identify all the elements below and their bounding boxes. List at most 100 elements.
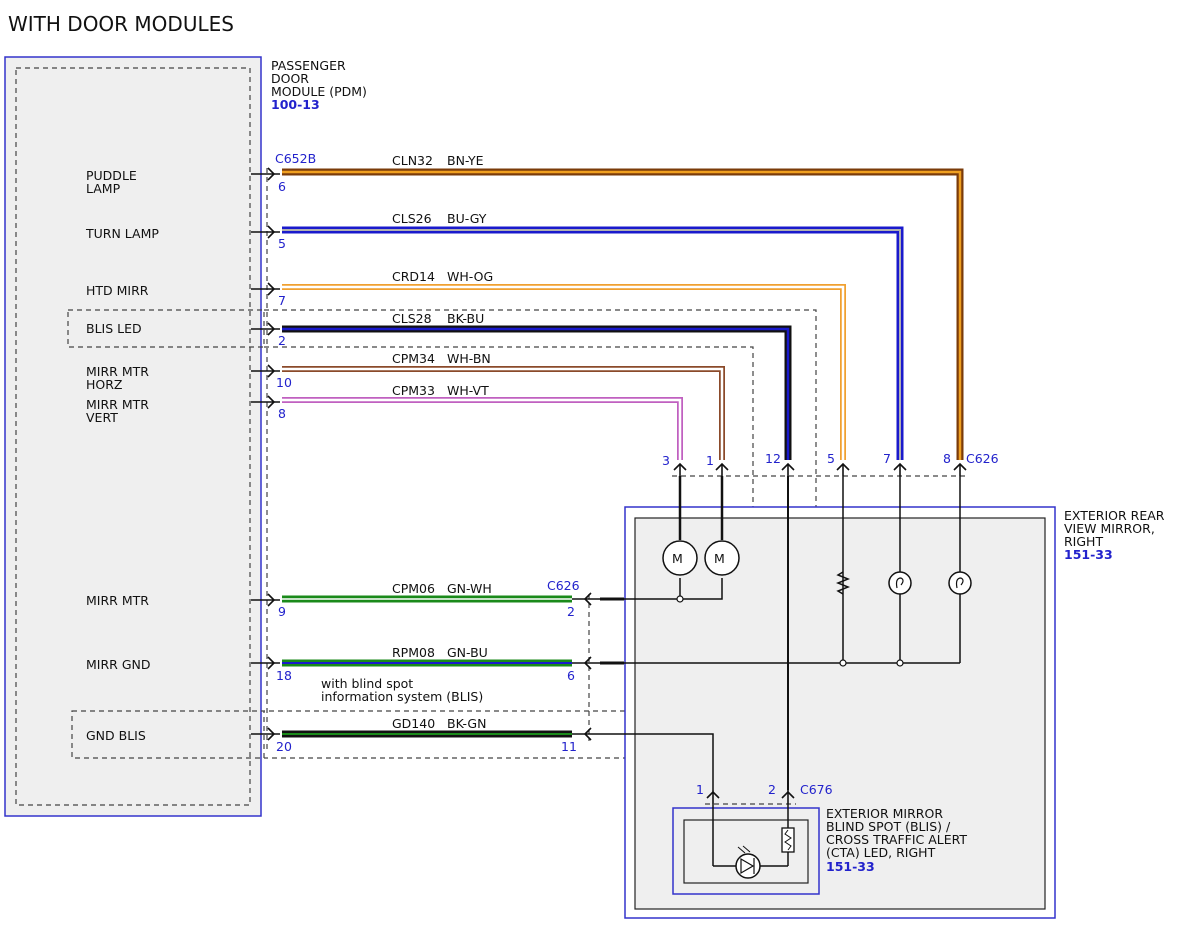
pdm-name-line-2: DOOR — [271, 71, 309, 86]
wire-label-cpm34: CPM34 — [392, 351, 435, 366]
pdm-pin-arrows — [251, 167, 280, 741]
wire-color-cls26: BU-GY — [447, 211, 487, 226]
wire-crd14[interactable] — [282, 284, 846, 460]
c626-side-connector-label: C626 — [547, 578, 580, 593]
wire-cls26[interactable] — [282, 226, 904, 460]
wire-color-cpm34: WH-BN — [447, 351, 491, 366]
wire-color-cpm06: GN-WH — [447, 581, 492, 596]
pdm-arrow-pin-2 — [251, 322, 280, 336]
pdm-pin-labels: PUDDLE LAMP TURN LAMP HTD MIRR BLIS LED … — [85, 168, 159, 743]
pdm-name-line-3: MODULE (PDM) — [271, 84, 367, 99]
pdm-name: PASSENGER DOOR MODULE (PDM) 100-13 — [271, 58, 367, 112]
led-name-line-1: EXTERIOR MIRROR — [826, 806, 943, 821]
mirror-motor-vert: M — [662, 540, 698, 576]
mirror-name-line-1: EXTERIOR REAR — [1064, 508, 1165, 523]
wire-label-cpm33: CPM33 — [392, 383, 435, 398]
pdm-pin-8: 8 — [278, 406, 286, 421]
label-turn-lamp: TURN LAMP — [85, 226, 159, 241]
pdm-pin-10: 10 — [276, 375, 292, 390]
led-resistor-icon — [781, 827, 795, 853]
pdm-pin-6: 6 — [278, 179, 286, 194]
c676-pin-arrows — [706, 790, 795, 804]
pdm-arrow-pin-5 — [251, 225, 280, 239]
page-title: WITH DOOR MODULES — [8, 12, 234, 36]
pdm-pin-7: 7 — [278, 293, 286, 308]
c626-side-pin-numbers: 2 6 11 — [561, 604, 577, 754]
label-blis-led: BLIS LED — [86, 321, 142, 336]
label-mirr-mtr-vert-1: MIRR MTR — [86, 397, 149, 412]
mirror-pin-5: 5 — [827, 451, 835, 466]
led-pin-2: 2 — [768, 782, 776, 797]
pdm-arrow-pin-7 — [251, 282, 280, 296]
label-mirr-mtr-horz-2: HORZ — [86, 377, 123, 392]
wire-label-cpm06: CPM06 — [392, 581, 435, 596]
pdm-pin-numbers: 6 5 7 2 10 8 9 18 20 — [276, 179, 292, 754]
mirror-pin-6: 6 — [567, 668, 575, 683]
mirror-heater-icon — [835, 571, 851, 595]
pdm-arrow-pin-18 — [251, 656, 280, 670]
wire-cpm33[interactable] — [282, 397, 683, 460]
wire-cln32[interactable] — [282, 168, 964, 460]
wire-color-gd140: BK-GN — [447, 716, 486, 731]
wire-label-cls26: CLS26 — [392, 211, 432, 226]
passenger-door-module[interactable] — [4, 56, 265, 817]
mirror-pin-2: 2 — [567, 604, 575, 619]
pdm-pin-9: 9 — [278, 604, 286, 619]
wire-color-cpm33: WH-VT — [447, 383, 489, 398]
led-module-internal-wiring — [712, 804, 789, 867]
mirror-pin-3: 3 — [662, 453, 670, 468]
wire-color-rpm08: GN-BU — [447, 645, 488, 660]
mirror-pin-1: 1 — [706, 453, 714, 468]
led-name-line-2: BLIND SPOT (BLIS) / — [826, 819, 951, 834]
c626-top-pin-numbers: 3 1 12 5 7 8 — [662, 451, 951, 468]
wire-labels: CLN32 BN-YE CLS26 BU-GY CRD14 WH-OG CLS2… — [392, 153, 493, 731]
blis-cta-led-module[interactable] — [672, 807, 820, 895]
pdm-pin-2: 2 — [278, 333, 286, 348]
wire-label-cls28: CLS28 — [392, 311, 432, 326]
led-pin-1: 1 — [696, 782, 704, 797]
pdm-body — [4, 56, 262, 817]
led-module-ref-link[interactable]: 151-33 — [826, 859, 875, 874]
label-mirr-mtr-horz-1: MIRR MTR — [86, 364, 149, 379]
mirror-name: EXTERIOR REAR VIEW MIRROR, RIGHT 151-33 — [1064, 508, 1165, 562]
led-module-name: EXTERIOR MIRROR BLIND SPOT (BLIS) / CROS… — [826, 806, 967, 874]
pdm-ref-link[interactable]: 100-13 — [271, 97, 320, 112]
mirror-internal-wiring — [600, 476, 961, 790]
c676-connector-label: C676 — [800, 782, 833, 797]
mirror-ref-link[interactable]: 151-33 — [1064, 547, 1113, 562]
pdm-arrow-pin-6 — [251, 167, 280, 181]
blis-note-line-1: with blind spot — [321, 676, 413, 691]
label-mirr-mtr-vert-2: VERT — [86, 410, 118, 425]
wire-color-cln32: BN-YE — [447, 153, 484, 168]
turn-lamp-bulb-icon — [888, 571, 912, 595]
wire-cls28[interactable] — [282, 325, 792, 460]
wire-label-crd14: CRD14 — [392, 269, 435, 284]
mirror-name-line-3: RIGHT — [1064, 534, 1103, 549]
pdm-pin-5: 5 — [278, 236, 286, 251]
pdm-arrow-pin-9 — [251, 593, 280, 607]
led-name-line-4: (CTA) LED, RIGHT — [826, 845, 936, 860]
label-mirr-gnd: MIRR GND — [86, 657, 150, 672]
wire-color-crd14: WH-OG — [447, 269, 493, 284]
motor-label-vert: M — [672, 551, 683, 566]
mirror-motor-horz: M — [704, 540, 740, 576]
pdm-arrow-pin-8 — [251, 395, 280, 409]
pdm-arrow-pin-20 — [251, 727, 280, 741]
wire-label-rpm08: RPM08 — [392, 645, 435, 660]
c626-top-pin-arrows — [673, 462, 967, 476]
c626-top-connector-label: C626 — [966, 451, 999, 466]
mirror-pin-8: 8 — [943, 451, 951, 466]
mirror-pin-11: 11 — [561, 739, 577, 754]
pdm-inner-border — [15, 67, 251, 806]
label-mirr-mtr: MIRR MTR — [86, 593, 149, 608]
puddle-lamp-bulb-icon — [948, 571, 972, 595]
wire-cpm34[interactable] — [282, 366, 725, 460]
wire-label-gd140: GD140 — [392, 716, 435, 731]
pdm-connector-label: C652B — [275, 151, 316, 166]
label-puddle-lamp-1: PUDDLE — [86, 168, 137, 183]
mirror-pin-7: 7 — [883, 451, 891, 466]
led-name-line-3: CROSS TRAFFIC ALERT — [826, 832, 967, 847]
label-htd-mirr: HTD MIRR — [86, 283, 149, 298]
mirror-pin-12: 12 — [765, 451, 781, 466]
